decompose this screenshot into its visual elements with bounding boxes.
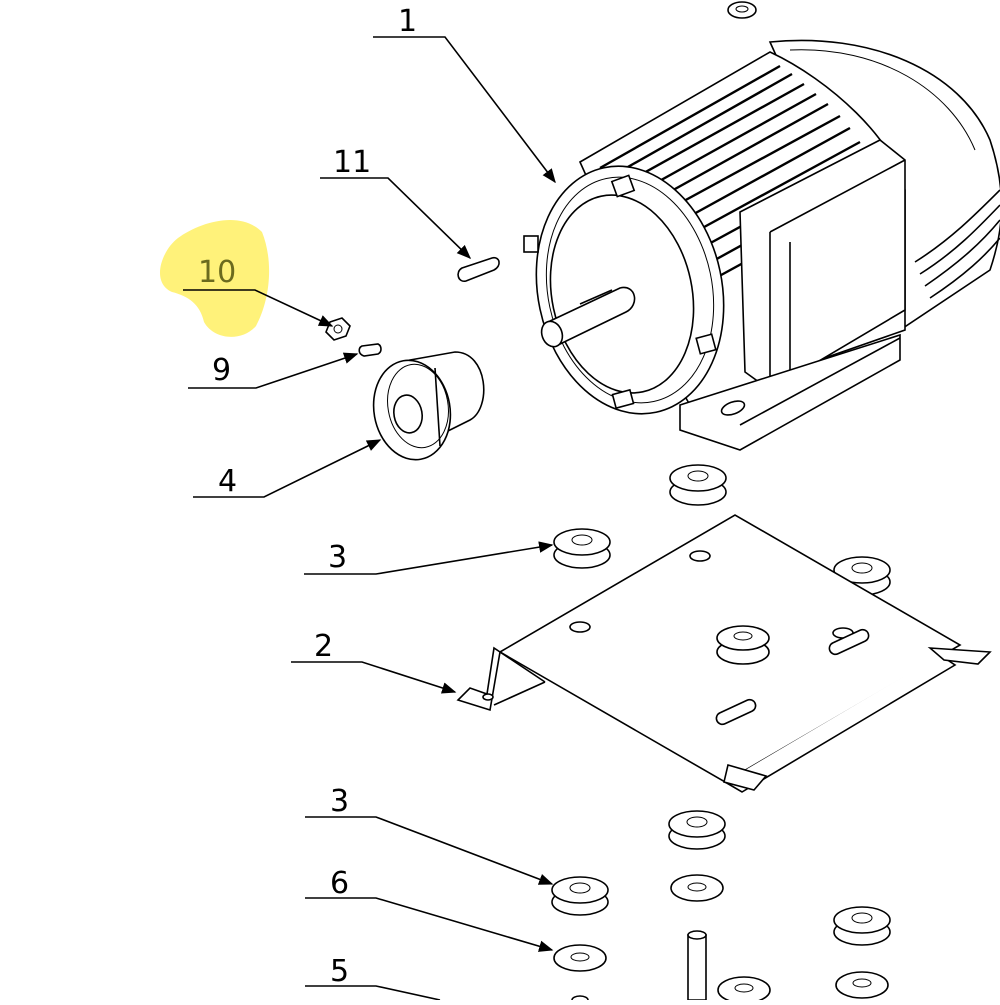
callout-1: 1 xyxy=(398,4,417,39)
callout-11: 11 xyxy=(333,145,371,180)
callout-2: 2 xyxy=(314,629,333,664)
pulley-part-4 xyxy=(372,351,485,461)
grommet-lower-center xyxy=(668,810,726,850)
callout-9: 9 xyxy=(212,353,231,388)
grommet-part-3-top xyxy=(553,528,611,569)
callout-4: 4 xyxy=(218,464,237,499)
leader-lines xyxy=(183,36,556,1001)
washer-lower-center xyxy=(670,874,724,902)
nut-part-10 xyxy=(325,317,351,341)
callout-5: 5 xyxy=(330,954,349,989)
grommet-lower-right xyxy=(833,906,891,946)
callout-10-highlight xyxy=(159,219,270,337)
callout-10: 10 xyxy=(198,255,236,290)
callout-6: 6 xyxy=(330,866,349,901)
pin-part-9 xyxy=(358,343,382,357)
bolt-lower-center xyxy=(687,930,707,1001)
key-part-11 xyxy=(457,256,500,282)
callout-labels: 1 11 10 9 4 3 2 3 6 5 xyxy=(198,4,417,989)
grommet-top-motor xyxy=(669,464,727,506)
grommet-bottom-edge xyxy=(571,971,889,1005)
callout-3-top: 3 xyxy=(328,540,347,575)
callout-3-bottom: 3 xyxy=(330,784,349,819)
motor xyxy=(523,1,1000,451)
washer-part-6 xyxy=(553,944,607,972)
grommet-part-3-bottom xyxy=(551,876,609,916)
mounting-plate-part-2 xyxy=(456,514,992,793)
